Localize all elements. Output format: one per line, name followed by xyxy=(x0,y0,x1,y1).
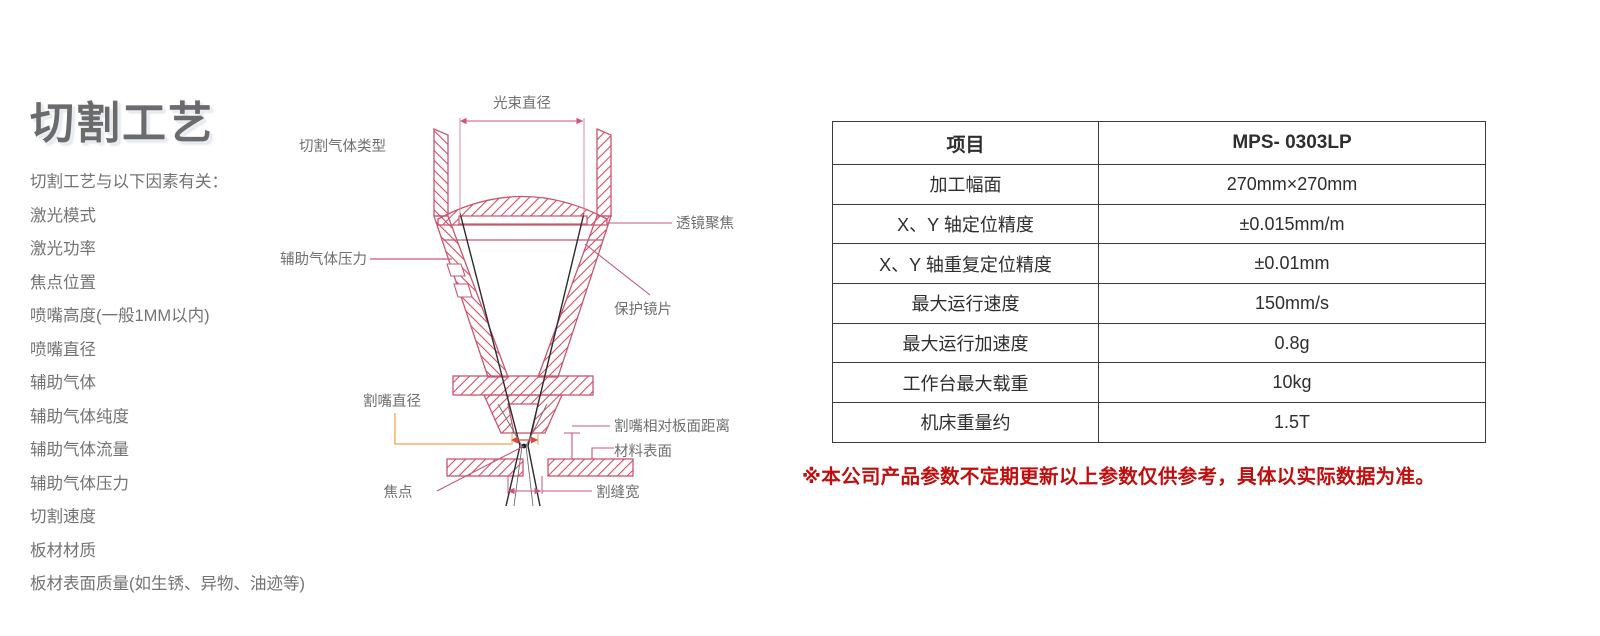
spec-value-cell: 1.5T xyxy=(1098,402,1486,443)
cone-break-1 xyxy=(446,263,466,277)
label-kerf-width: 割缝宽 xyxy=(596,484,640,501)
table-row: X、Y 轴重复定位精度±0.01mm xyxy=(832,243,1486,285)
intro-text: 切割工艺与以下因素有关： xyxy=(30,173,228,192)
laser-cutting-head-diagram: 光束直径 切割气体类型 透镜聚焦 辅助气体压力 保护镜片 割嘴直径 割嘴相对板面… xyxy=(262,88,762,518)
label-material-surface: 材料表面 xyxy=(614,443,672,460)
label-focus-point: 焦点 xyxy=(384,484,413,501)
factor-item: 激光模式 xyxy=(30,206,96,225)
factor-item: 激光功率 xyxy=(30,240,96,259)
factor-item: 辅助气体流量 xyxy=(30,441,129,460)
nozzle-flange xyxy=(452,375,594,396)
spec-value-cell: 150mm/s xyxy=(1098,283,1486,324)
diagram-body: 光束直径 切割气体类型 透镜聚焦 辅助气体压力 保护镜片 割嘴直径 割嘴相对板面… xyxy=(280,95,734,507)
spec-disclaimer-note: ※本公司产品参数不定期更新以上参数仅供参考，具体以实际数据为准。 xyxy=(802,466,1436,488)
label-cutting-gas-type: 切割气体类型 xyxy=(299,138,386,155)
factor-list: 激光模式激光功率焦点位置喷嘴高度(一般1MM以内) 喷嘴直径辅助气体辅助气体纯度辅… xyxy=(30,208,360,610)
table-header-model: MPS- 0303LP xyxy=(1098,121,1486,165)
beam-right-edge xyxy=(527,212,585,507)
protective-lens-leader xyxy=(584,243,651,296)
label-lens-focus: 透镜聚焦 xyxy=(676,214,734,232)
spec-label-cell: X、Y 轴重复定位精度 xyxy=(832,243,1099,285)
page-title: 切割工艺 xyxy=(30,98,214,149)
label-nozzle-to-plate-distance: 割嘴相对板面距离 xyxy=(614,417,730,435)
spec-label-cell: X、Y 轴定位精度 xyxy=(832,203,1099,245)
factor-item: 板材材质 xyxy=(30,541,96,560)
cutting-process-info-panel: 切割工艺 切割工艺与以下因素有关： 激光模式激光功率焦点位置喷嘴高度(一般1MM… xyxy=(30,98,360,610)
barrel-left-wall xyxy=(433,128,449,217)
nozzle-dia-leader xyxy=(394,413,511,445)
label-assist-gas-pressure: 辅助气体压力 xyxy=(280,251,367,268)
spec-label-cell: 最大运行加速度 xyxy=(832,322,1099,364)
spec-label-cell: 加工幅面 xyxy=(832,164,1099,205)
factor-item: 切割速度 xyxy=(30,508,96,527)
label-protective-lens: 保护镜片 xyxy=(614,300,672,318)
factor-item: 焦点位置 xyxy=(30,273,96,292)
factor-item: 辅助气体纯度 xyxy=(30,407,129,426)
factor-item: 喷嘴高度(一般1MM以内) xyxy=(30,307,210,326)
spec-value-cell: 270mm×270mm xyxy=(1098,164,1486,205)
spec-value-cell: ±0.015mm/m xyxy=(1098,203,1486,245)
factor-item: 辅助气体压力 xyxy=(30,474,129,493)
table-header-item: 项目 xyxy=(832,121,1099,165)
spec-value-cell: 0.8g xyxy=(1098,322,1486,364)
material-surface-leader xyxy=(591,447,614,459)
cone-break-2 xyxy=(453,283,473,298)
beam-left-edge xyxy=(459,212,521,507)
spec-label-cell: 工作台最大载重 xyxy=(832,362,1099,404)
spec-label-cell: 最大运行速度 xyxy=(832,283,1099,324)
focus-point-leader xyxy=(436,445,525,492)
factor-item: 辅助气体 xyxy=(30,374,96,393)
workpiece-right xyxy=(547,458,634,477)
spec-label-cell: 机床重量约 xyxy=(832,402,1099,443)
spec-value-cell: 10kg xyxy=(1098,362,1486,404)
label-nozzle-diameter: 割嘴直径 xyxy=(363,393,421,410)
barrel-right-wall xyxy=(596,128,612,217)
factor-item: 板材表面质量(如生锈、异物、油迹等) xyxy=(30,575,305,594)
lens-seat xyxy=(458,215,588,225)
table-header-row: 项目 MPS- 0303LP xyxy=(832,121,1486,165)
label-beam-diameter: 光束直径 xyxy=(493,95,551,112)
table-row: X、Y 轴定位精度±0.015mm/m xyxy=(832,203,1486,245)
workpiece-left xyxy=(446,458,524,477)
factor-item: 喷嘴直径 xyxy=(30,340,96,359)
spec-value-cell: ±0.01mm xyxy=(1098,243,1486,285)
